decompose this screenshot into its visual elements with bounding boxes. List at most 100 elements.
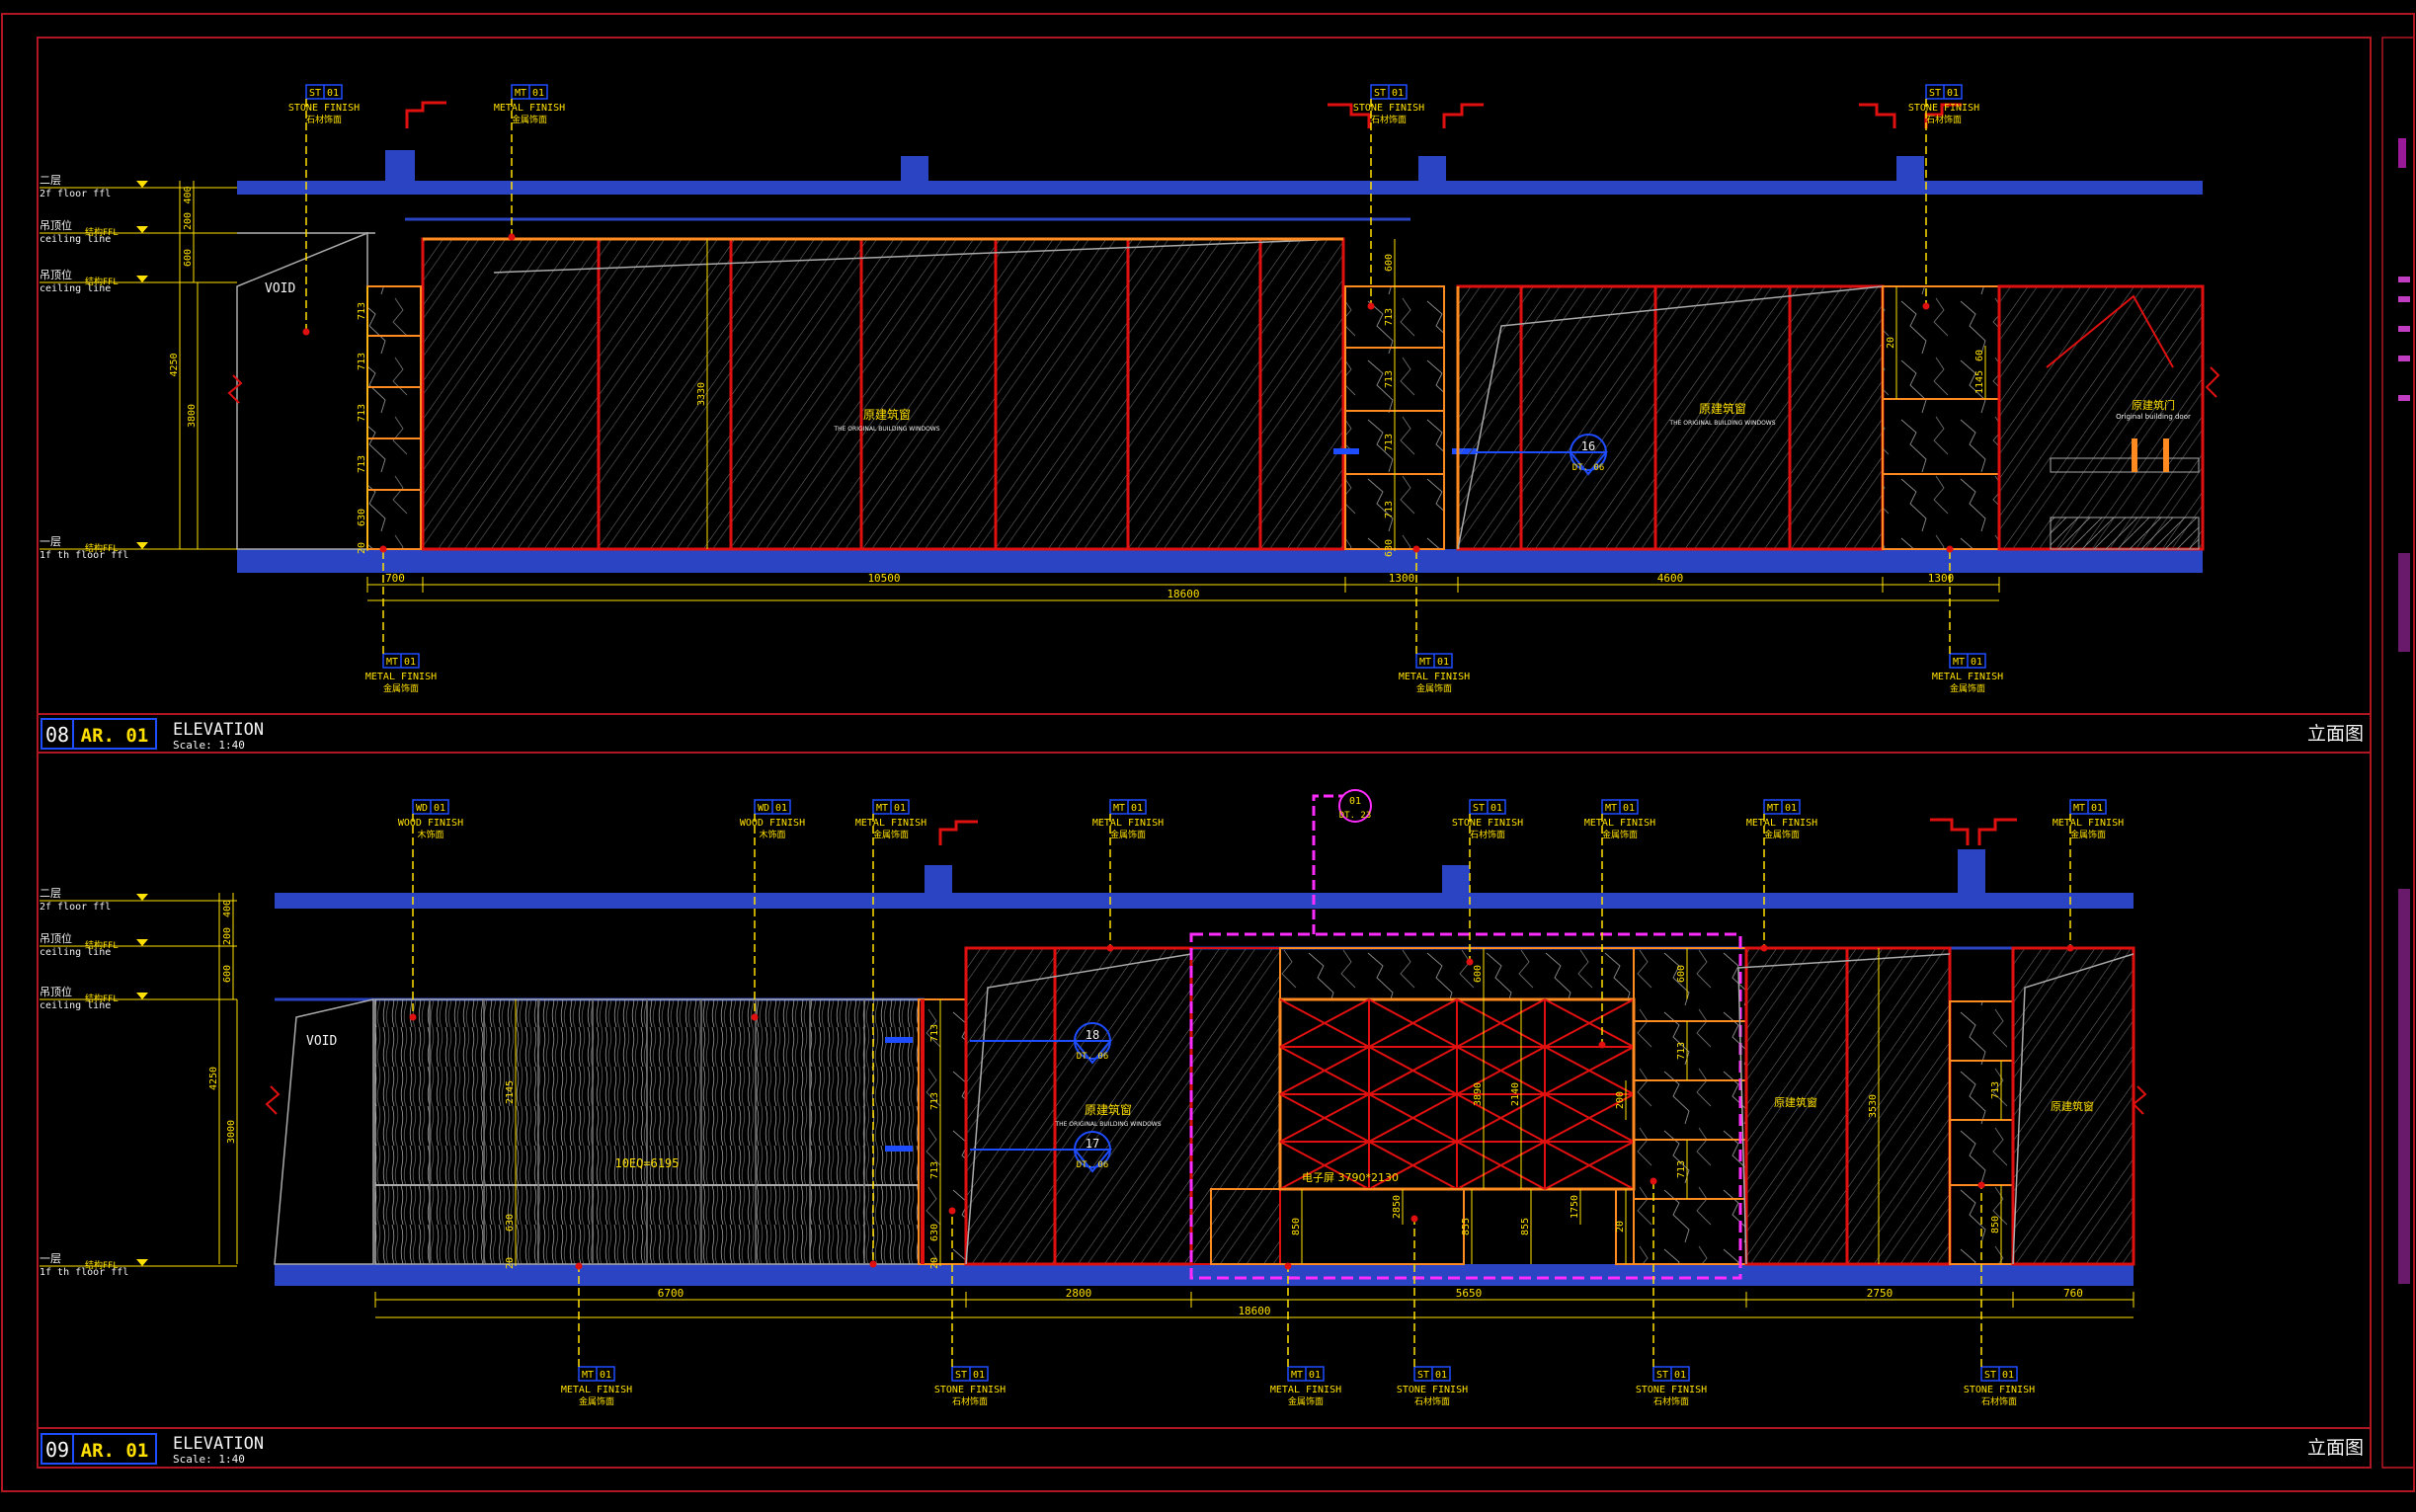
panel-1-scale: Scale: 1:40 [173, 739, 245, 752]
window-label-right-cn: 原建筑窗 [1699, 401, 1746, 416]
tag-code: WD [416, 803, 428, 814]
tag-number: 01 [1437, 657, 1449, 668]
level-ffl: 结构FFL [85, 542, 118, 554]
dimension-value: 630 [1384, 539, 1395, 557]
tag-code: MT [1419, 657, 1431, 668]
tag-finish-cn: 金属饰面 [1110, 829, 1146, 840]
tag-finish-cn: 石材饰面 [306, 114, 342, 125]
dimension-value: 6700 [658, 1287, 685, 1300]
tag-finish-cn: 金属饰面 [383, 682, 419, 694]
tag-number: 01 [1309, 1370, 1321, 1381]
dimension-value: 400 [222, 900, 233, 917]
tag-number: 01 [600, 1370, 611, 1381]
tag-finish-en: STONE FINISH [934, 1385, 1006, 1395]
tag-finish-cn: 金属饰面 [1416, 682, 1452, 694]
beam [1896, 156, 1924, 190]
dimension-value: 2140 [1510, 1082, 1521, 1106]
dimension-value: 855 [1461, 1218, 1472, 1235]
level-cn: 吊顶位 [40, 218, 72, 232]
dimension-value: 2850 [1392, 1195, 1403, 1219]
window-label-right-en: THE ORIGINAL BUILDING WINDOWS [1668, 420, 1775, 427]
level-en: ceiling line [40, 1000, 111, 1011]
tag-number: 01 [1131, 803, 1143, 814]
tag-finish-cn: 金属饰面 [873, 829, 909, 840]
tag-code: ST [1984, 1370, 1996, 1381]
beam [1418, 156, 1446, 190]
tag-finish-en: METAL FINISH [855, 818, 926, 829]
tag-finish-en: METAL FINISH [494, 103, 565, 114]
dimension-value: 3330 [696, 382, 707, 406]
tag-number: 01 [1947, 88, 1959, 99]
slab-1f [275, 1264, 2134, 1286]
level-ffl: 结构FFL [85, 993, 118, 1004]
dimension-value: 60 [1974, 350, 1985, 361]
dimension-value: 630 [929, 1224, 940, 1241]
tag-finish-cn: 石材饰面 [1981, 1395, 2017, 1407]
level-ffl: 结构FFL [85, 1259, 118, 1271]
door-label-en: Original building door [2116, 413, 2191, 421]
callout-18-num: 18 [1086, 1028, 1099, 1042]
section-boundary[interactable] [1189, 932, 1742, 1280]
window-label-cn: 原建筑窗 [1774, 1095, 1817, 1109]
panel-1-sheet: AR. 01 [81, 725, 149, 747]
tag-finish-en: STONE FINISH [288, 103, 360, 114]
panel-2-scale: Scale: 1:40 [173, 1453, 245, 1466]
beam [901, 156, 928, 190]
dimension-value: 713 [357, 302, 367, 320]
window-label-cn: 原建筑窗 [1085, 1102, 1132, 1117]
elevation-09[interactable]: VOID 10EQ=6195 原建筑窗 THE ORIGINAL BUILDIN… [265, 789, 2147, 1286]
tag-code: MT [1767, 803, 1779, 814]
tag-code: MT [2073, 803, 2085, 814]
tag-finish-cn: 金属饰面 [1288, 1395, 1324, 1407]
tag-number: 01 [1435, 1370, 1447, 1381]
tag-number: 01 [894, 803, 906, 814]
tag-finish-en: METAL FINISH [1399, 672, 1470, 682]
tag-code: ST [1929, 88, 1941, 99]
tag-number: 01 [327, 88, 339, 99]
tag-finish-cn: 石材饰面 [1926, 114, 1962, 125]
panel-2-number: 09 [45, 1438, 69, 1462]
window-label-main-cn: 原建筑窗 [863, 407, 911, 422]
window-label-en: THE ORIGINAL BUILDING WINDOWS [1054, 1121, 1161, 1128]
section-ref-01[interactable] [1338, 789, 1372, 823]
slab-1f [237, 549, 2203, 573]
window-main [421, 237, 1345, 551]
tag-finish-en: STONE FINISH [1908, 103, 1979, 114]
tag-finish-en: STONE FINISH [1353, 103, 1424, 114]
tag-finish-cn: 石材饰面 [1653, 1395, 1689, 1407]
dimension-value: 20 [505, 1257, 516, 1269]
tag-code: ST [1417, 1370, 1429, 1381]
slab-2f [275, 893, 2134, 909]
elevation-08[interactable]: VOID 原建筑窗 THE OR [227, 101, 2220, 573]
dimension-value: 630 [505, 1214, 516, 1232]
dimension-value: 4250 [169, 353, 180, 376]
panel-1-footer: 08 AR. 01 ELEVATION Scale: 1:40 立面图 [40, 718, 2364, 752]
